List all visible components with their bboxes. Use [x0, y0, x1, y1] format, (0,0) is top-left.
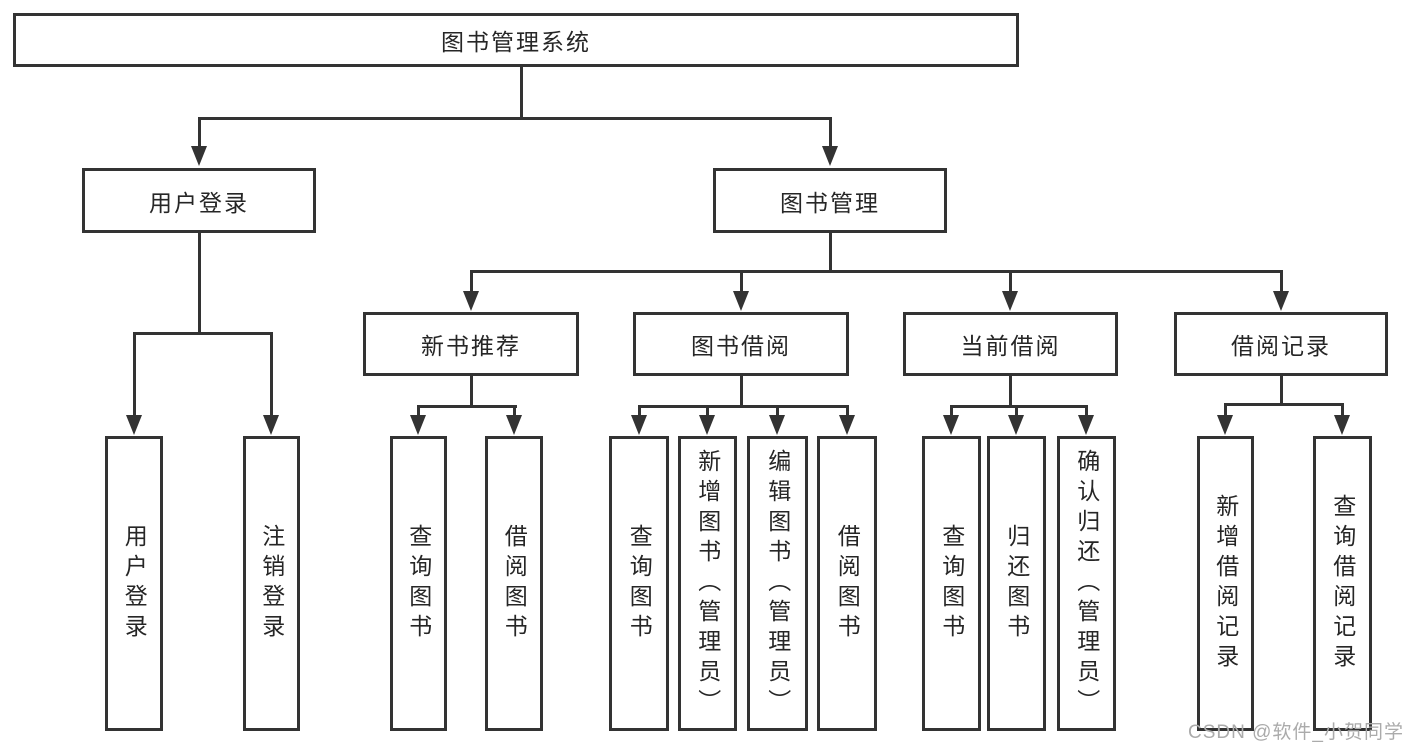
- node-user-login: 用户登录: [82, 168, 316, 233]
- connector-line: [133, 332, 136, 416]
- connector-line: [417, 405, 517, 408]
- node-current-return-book: 归还图书: [987, 436, 1046, 731]
- node-library-management-system: 图书管理系统: [13, 13, 1019, 67]
- connector-line: [1341, 403, 1344, 417]
- arrow-down-icon: [822, 146, 838, 166]
- arrow-down-icon: [506, 415, 522, 435]
- arrow-down-icon: [1273, 291, 1289, 311]
- arrow-down-icon: [943, 415, 959, 435]
- node-logout-login: 注销登录: [243, 436, 300, 731]
- arrow-down-icon: [1002, 291, 1018, 311]
- node-book-borrow: 图书借阅: [633, 312, 849, 376]
- arrow-down-icon: [191, 146, 207, 166]
- connector-line: [1085, 405, 1088, 417]
- arrow-down-icon: [733, 291, 749, 311]
- node-borrow-edit-book-admin: 编辑图书（管理员）: [747, 436, 808, 731]
- connector-line: [520, 67, 523, 118]
- node-current-borrow: 当前借阅: [903, 312, 1118, 376]
- node-borrow-query-book: 查询图书: [609, 436, 669, 731]
- node-borrow-add-book-admin: 新增图书（管理员）: [678, 436, 737, 731]
- connector-line: [470, 270, 1282, 273]
- connector-line: [638, 405, 849, 408]
- arrow-down-icon: [1078, 415, 1094, 435]
- node-book-management: 图书管理: [713, 168, 947, 233]
- connector-line: [198, 117, 832, 120]
- node-new-book-recommend: 新书推荐: [363, 312, 579, 376]
- arrow-down-icon: [463, 291, 479, 311]
- node-borrow-records: 借阅记录: [1174, 312, 1388, 376]
- arrow-down-icon: [631, 415, 647, 435]
- connector-line: [270, 332, 273, 416]
- connector-line: [513, 405, 516, 417]
- connector-line: [950, 405, 1088, 408]
- connector-line: [1280, 376, 1283, 406]
- node-recommend-borrow-book: 借阅图书: [485, 436, 543, 731]
- arrow-down-icon: [1334, 415, 1350, 435]
- connector-line: [198, 233, 201, 333]
- arrow-down-icon: [410, 415, 426, 435]
- connector-line: [1224, 403, 1227, 417]
- connector-line: [417, 405, 420, 417]
- arrow-down-icon: [1008, 415, 1024, 435]
- connector-line: [198, 117, 201, 147]
- arrow-down-icon: [263, 415, 279, 435]
- arrow-down-icon: [769, 415, 785, 435]
- node-recommend-query-book: 查询图书: [390, 436, 447, 731]
- connector-line: [638, 405, 641, 417]
- connector-line: [470, 270, 473, 294]
- connector-line: [706, 405, 709, 417]
- node-user-login-leaf: 用户登录: [105, 436, 163, 731]
- watermark: CSDN @软件_小贺同学: [1188, 722, 1404, 743]
- connector-line: [740, 270, 743, 294]
- arrow-down-icon: [839, 415, 855, 435]
- connector-line: [1015, 405, 1018, 417]
- connector-line: [846, 405, 849, 417]
- connector-line: [133, 332, 273, 335]
- connector-line: [470, 376, 473, 408]
- connector-line: [1224, 403, 1344, 406]
- arrow-down-icon: [699, 415, 715, 435]
- connector-line: [1280, 270, 1283, 294]
- arrow-down-icon: [1217, 415, 1233, 435]
- connector-line: [1009, 270, 1012, 294]
- connector-line: [740, 376, 743, 408]
- connector-line: [950, 405, 953, 417]
- connector-line: [829, 233, 832, 273]
- node-current-confirm-return-admin: 确认归还（管理员）: [1057, 436, 1116, 731]
- node-records-add-record: 新增借阅记录: [1197, 436, 1254, 731]
- arrow-down-icon: [126, 415, 142, 435]
- connector-line: [829, 117, 832, 147]
- connector-line: [776, 405, 779, 417]
- node-current-query-book: 查询图书: [922, 436, 981, 731]
- connector-line: [1009, 376, 1012, 408]
- node-borrow-borrow-book: 借阅图书: [817, 436, 877, 731]
- node-records-query-record: 查询借阅记录: [1313, 436, 1372, 731]
